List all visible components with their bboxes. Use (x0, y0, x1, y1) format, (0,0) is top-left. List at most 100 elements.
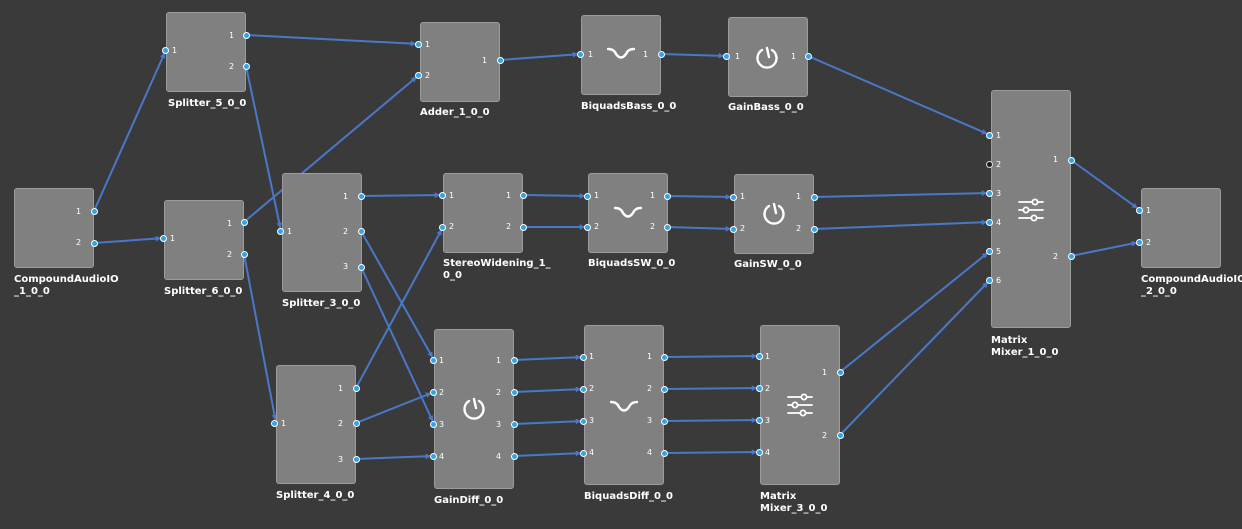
input-port[interactable] (160, 235, 167, 242)
block-title: GainBass_0_0 (728, 102, 804, 113)
input-port[interactable] (1136, 239, 1143, 246)
output-port[interactable] (661, 418, 668, 425)
output-port[interactable] (511, 357, 518, 364)
input-port[interactable] (580, 354, 587, 361)
block-splitter-4[interactable] (276, 365, 356, 484)
output-port[interactable] (1068, 157, 1075, 164)
out-label-1: 1 (506, 191, 512, 200)
connection-wire (513, 452, 585, 457)
block-compound-audio-io-2[interactable] (1141, 188, 1221, 268)
output-port[interactable] (811, 194, 818, 201)
in-label-3: 3 (439, 420, 445, 429)
output-port[interactable] (661, 386, 668, 393)
input-port[interactable] (584, 224, 591, 231)
filter-notch-icon (607, 47, 635, 59)
input-port[interactable] (162, 47, 169, 54)
block-title: BiquadsBass_0_0 (581, 101, 677, 112)
output-port[interactable] (837, 432, 844, 439)
output-port[interactable] (520, 192, 527, 199)
connection-wire (1070, 159, 1141, 211)
input-port[interactable] (756, 417, 763, 424)
block-biquads-bass[interactable] (581, 15, 661, 95)
out-label-3: 3 (496, 420, 502, 429)
block-gain-diff[interactable] (434, 329, 514, 489)
input-port[interactable] (439, 192, 446, 199)
output-port[interactable] (91, 240, 98, 247)
output-port[interactable] (358, 193, 365, 200)
mixer-sliders-icon (1018, 198, 1044, 222)
block-matrix-mixer-1[interactable] (991, 90, 1071, 328)
connection-wire (513, 420, 585, 425)
input-port[interactable] (584, 193, 591, 200)
connection-wire (513, 356, 585, 361)
output-port[interactable] (811, 226, 818, 233)
output-port[interactable] (511, 421, 518, 428)
input-port[interactable] (415, 72, 422, 79)
output-port[interactable] (837, 369, 844, 376)
output-port[interactable] (353, 456, 360, 463)
output-port[interactable] (664, 193, 671, 200)
in-label-2: 2 (1146, 238, 1152, 247)
input-port[interactable] (756, 385, 763, 392)
block-adder-1[interactable] (420, 22, 500, 102)
out-label-1: 1 (1053, 155, 1059, 164)
input-port[interactable] (986, 248, 993, 255)
block-title: Splitter_6_0_0 (164, 286, 243, 297)
input-port[interactable] (986, 219, 993, 226)
input-port[interactable] (723, 53, 730, 60)
input-port-unconnected[interactable] (986, 161, 993, 168)
connection-wire (243, 253, 277, 424)
input-port[interactable] (986, 277, 993, 284)
output-port[interactable] (511, 453, 518, 460)
input-port[interactable] (756, 353, 763, 360)
output-port[interactable] (1068, 253, 1075, 260)
input-port[interactable] (986, 190, 993, 197)
output-port[interactable] (353, 420, 360, 427)
input-port[interactable] (1136, 207, 1143, 214)
input-port[interactable] (430, 453, 437, 460)
input-port[interactable] (730, 194, 737, 201)
input-port[interactable] (415, 41, 422, 48)
input-port[interactable] (577, 51, 584, 58)
output-port[interactable] (358, 264, 365, 271)
output-port[interactable] (91, 208, 98, 215)
input-port[interactable] (756, 449, 763, 456)
output-port[interactable] (661, 354, 668, 361)
input-port[interactable] (580, 450, 587, 457)
out-label-2: 2 (496, 388, 502, 397)
output-port[interactable] (358, 228, 365, 235)
output-port[interactable] (243, 32, 250, 39)
output-port[interactable] (658, 51, 665, 58)
block-splitter-6[interactable] (164, 200, 244, 280)
input-port[interactable] (580, 418, 587, 425)
block-splitter-5[interactable] (166, 12, 246, 92)
input-port[interactable] (430, 389, 437, 396)
block-biquads-diff[interactable] (584, 325, 664, 485)
output-port[interactable] (497, 57, 504, 64)
input-port[interactable] (430, 421, 437, 428)
output-port[interactable] (243, 63, 250, 70)
output-port[interactable] (241, 251, 248, 258)
block-compound-audio-io-1[interactable] (14, 188, 94, 268)
input-port[interactable] (439, 224, 446, 231)
output-port[interactable] (520, 224, 527, 231)
input-port[interactable] (271, 420, 278, 427)
output-port[interactable] (511, 389, 518, 396)
output-port[interactable] (241, 219, 248, 226)
connection-wire (666, 195, 735, 198)
out-label-1: 1 (76, 207, 82, 216)
block-stereo-widening[interactable] (443, 173, 523, 253)
input-port[interactable] (430, 357, 437, 364)
out-label-1: 1 (227, 219, 233, 228)
input-port[interactable] (730, 226, 737, 233)
block-gain-sw[interactable] (734, 174, 814, 254)
output-port[interactable] (353, 385, 360, 392)
output-port[interactable] (661, 450, 668, 457)
input-port[interactable] (580, 386, 587, 393)
block-splitter-3[interactable] (282, 173, 362, 292)
input-port[interactable] (986, 132, 993, 139)
input-port[interactable] (277, 228, 284, 235)
output-port[interactable] (805, 53, 812, 60)
output-port[interactable] (664, 224, 671, 231)
block-biquads-sw[interactable] (588, 173, 668, 253)
